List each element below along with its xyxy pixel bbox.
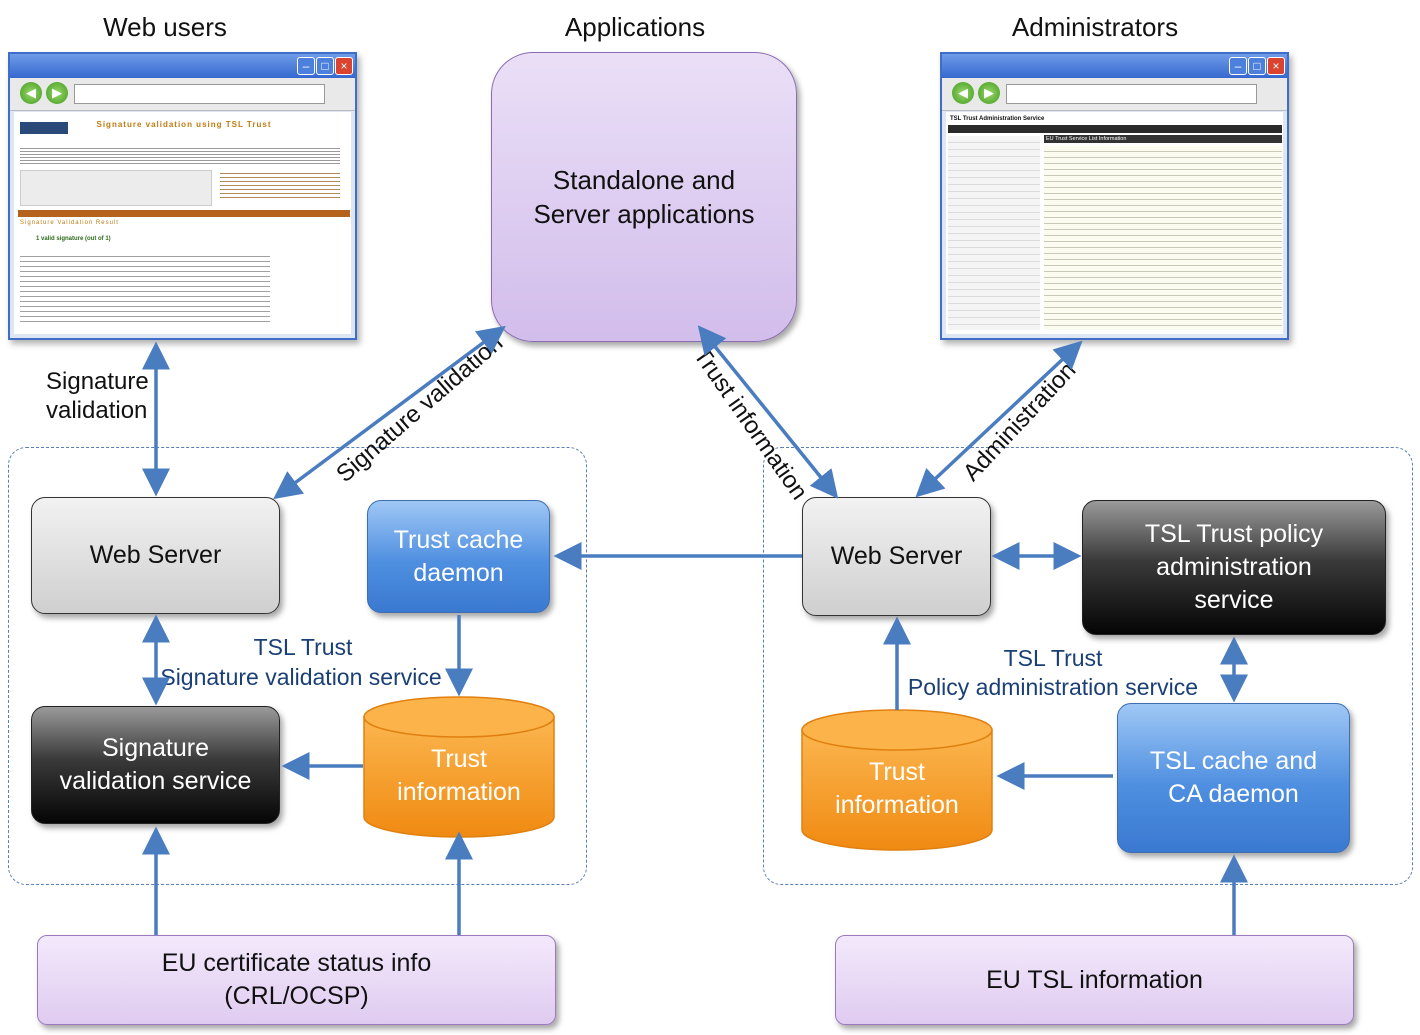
signature-validation-service-box: Signature validation service xyxy=(31,706,280,824)
header-applications: Applications xyxy=(564,12,706,42)
admin-tsl-list xyxy=(948,136,1040,330)
web-page-details xyxy=(20,252,270,322)
web-page-tab-bar xyxy=(18,210,350,217)
arrow-admins-right-webserver xyxy=(915,340,1083,498)
left-web-server-box: Web Server xyxy=(31,497,280,614)
right-trust-information-label: Trust information xyxy=(835,758,959,819)
left-trust-information-label: Trust information xyxy=(397,745,521,806)
forward-icon[interactable]: ▶ xyxy=(46,82,68,104)
web-users-browser-window: – □ × ◀ ▶ Signature validation using TSL… xyxy=(8,52,357,340)
web-page-resources xyxy=(220,170,340,200)
window-title-bar: – □ × xyxy=(942,54,1287,78)
tsl-trust-policy-admin-service-box: TSL Trust policy administration service xyxy=(1082,500,1386,635)
left-service-title-line-1: TSL Trust xyxy=(253,634,353,660)
header-administrators: Administrators xyxy=(1011,12,1179,42)
address-bar[interactable] xyxy=(74,84,325,104)
window-title-bar: – □ × xyxy=(10,54,355,78)
eu-tsl-information-box: EU TSL information xyxy=(835,935,1354,1025)
minimize-icon[interactable]: – xyxy=(297,57,315,75)
web-page-intro-text xyxy=(20,146,340,164)
web-page-logo xyxy=(20,122,68,134)
web-page-form xyxy=(20,170,212,206)
admin-menu-bar xyxy=(948,125,1282,133)
maximize-icon[interactable]: □ xyxy=(1248,57,1266,75)
web-page-content: Signature validation using TSL Trust Sig… xyxy=(14,112,351,334)
admin-page-title: TSL Trust Administration Service xyxy=(950,116,1045,122)
admin-panel-heading: EU Trust Service List Information xyxy=(1044,135,1282,143)
minimize-icon[interactable]: – xyxy=(1229,57,1247,75)
label-signature-validation-web: Signature validation xyxy=(46,368,149,424)
standalone-server-applications-box: Standalone and Server applications xyxy=(491,52,797,342)
header-web-users: Web users xyxy=(103,12,227,42)
right-web-server-box: Web Server xyxy=(802,497,991,616)
close-icon[interactable]: × xyxy=(1267,57,1285,75)
valid-signature-text: 1 valid signature (out of 1) xyxy=(36,236,111,242)
apps-line-2: Server applications xyxy=(533,199,755,229)
administrators-browser-window: – □ × ◀ ▶ TSL Trust Administration Servi… xyxy=(940,52,1289,340)
browser-nav-bar: ◀ ▶ xyxy=(942,78,1287,111)
left-service-title-line-2: Signature validation service xyxy=(160,664,442,690)
trust-cache-daemon-box: Trust cache daemon xyxy=(367,500,550,613)
policy-administration-service-region xyxy=(763,447,1413,885)
admin-page-content: TSL Trust Administration Service EU Trus… xyxy=(946,112,1283,334)
arrow-apps-left-webserver xyxy=(273,325,506,500)
right-service-title-line-1: TSL Trust xyxy=(1003,645,1103,671)
back-icon[interactable]: ◀ xyxy=(952,82,974,104)
back-icon[interactable]: ◀ xyxy=(20,82,42,104)
admin-tsl-table xyxy=(1044,146,1282,330)
tsl-cache-ca-daemon-box: TSL cache and CA daemon xyxy=(1117,703,1350,853)
validation-result-heading: Signature Validation Result xyxy=(20,220,119,226)
web-page-title: Signature validation using TSL Trust xyxy=(96,120,272,129)
address-bar[interactable] xyxy=(1006,84,1257,104)
maximize-icon[interactable]: □ xyxy=(316,57,334,75)
browser-nav-bar: ◀ ▶ xyxy=(10,78,355,111)
forward-icon[interactable]: ▶ xyxy=(978,82,1000,104)
close-icon[interactable]: × xyxy=(335,57,353,75)
apps-line-1: Standalone and xyxy=(552,164,736,195)
right-service-title-line-2: Policy administration service xyxy=(907,674,1199,700)
arrow-apps-right-webserver xyxy=(697,325,839,499)
eu-certificate-status-info-box: EU certificate status info (CRL/OCSP) xyxy=(37,935,556,1025)
